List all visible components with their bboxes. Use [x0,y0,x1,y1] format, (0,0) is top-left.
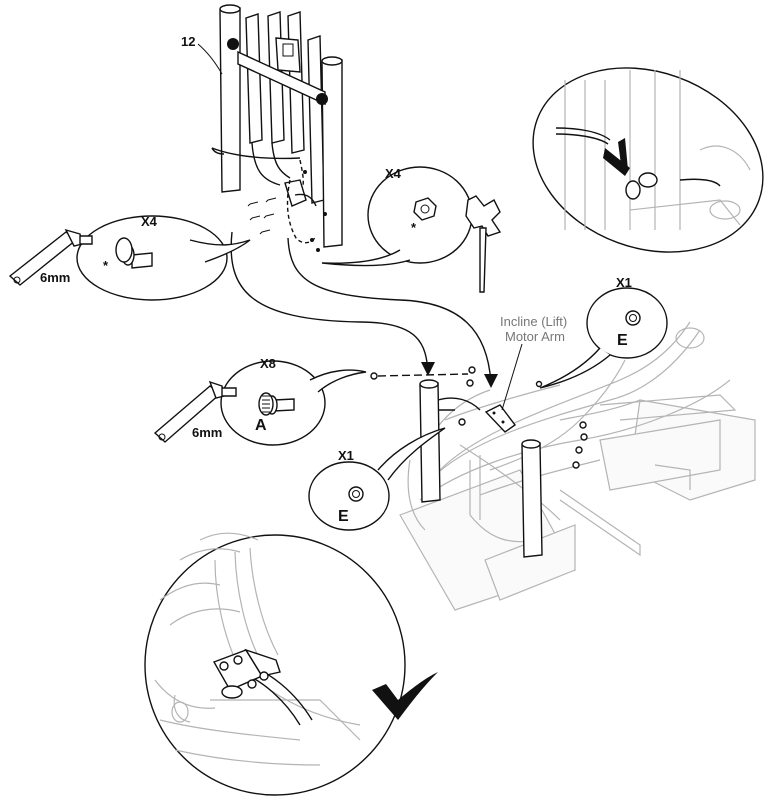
star-washer-icon-left [348,486,364,502]
scissors-icon [603,138,658,200]
motor-arm-bracket [484,404,516,433]
callout-bolts-mid: X8 6mm A [153,356,367,446]
qty-bolts-top: X4 [141,214,158,229]
assembly-arrows [230,231,498,388]
callout-washer-left: X1 E [308,427,446,531]
spanner-icon [465,195,502,293]
hex-key-icon-mid [153,380,237,443]
callout-motor-arm-line2: Motor Arm [505,329,565,344]
nut-icon [413,197,437,221]
part-e-left: E [338,508,349,525]
part-e-right: E [617,332,628,349]
frame-bolts [247,170,327,252]
hex-key-icon [8,228,93,286]
callout-cut-strap [532,67,764,253]
bolt-icon [115,237,153,269]
callout-nuts-top: X4 * [321,166,502,293]
post-bolts [370,366,588,469]
knob-left [227,38,239,50]
wrench-size-top: 6mm [40,270,70,285]
knob-right [316,93,328,105]
part-number-label: 12 [181,34,195,49]
callout-motor-arm-line1: Incline (Lift) [500,314,567,329]
qty-nuts-top: X4 [385,166,402,181]
bolt-icon-mid [258,392,295,416]
detail-view-installed [144,532,406,796]
part-a: A [255,417,267,434]
checkmark-icon [372,672,438,720]
upright-posts [370,366,588,558]
callout-bolts-top: X4 6mm * [8,214,251,301]
star-washer-icon [625,310,641,326]
asterisk-nut: * [411,220,417,235]
qty-washer-right: X1 [616,275,632,290]
qty-bolts-mid: X8 [260,356,276,371]
asterisk-top: * [103,258,109,273]
wrench-size-mid: 6mm [192,425,222,440]
callout-washer-right: X1 E [539,275,668,389]
qty-washer-left: X1 [338,448,354,463]
top-frame-assembly [211,4,343,252]
